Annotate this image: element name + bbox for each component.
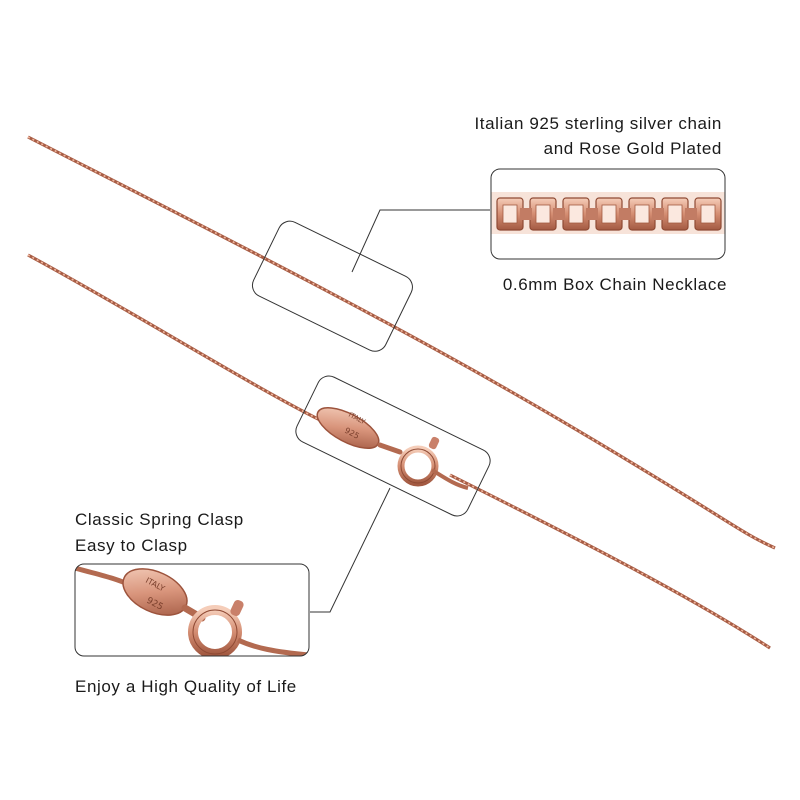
tagline-caption: Enjoy a High Quality of Life: [75, 677, 297, 696]
spring-clasp: ITALY 925: [316, 407, 469, 490]
chain-type-caption: 0.6mm Box Chain Necklace: [502, 275, 727, 294]
lower-chain-strand: [27, 253, 771, 650]
clasp-zoom: ITALY 925: [74, 563, 310, 657]
clasp-leader-line: [310, 487, 391, 613]
upper-chain-strand: [27, 135, 776, 550]
box-chain-zoom: [490, 168, 726, 260]
chain-leader-line: [351, 209, 490, 273]
material-caption-line2: and Rose Gold Plated: [543, 139, 722, 158]
clasp-caption-line2: Easy to Clasp: [75, 536, 188, 555]
clasp-caption-line1: Classic Spring Clasp: [75, 510, 244, 529]
material-caption-line1: Italian 925 sterling silver chain: [474, 114, 722, 133]
clasp-detail-outline: [295, 375, 491, 517]
chain-detail-outline: [251, 220, 413, 352]
